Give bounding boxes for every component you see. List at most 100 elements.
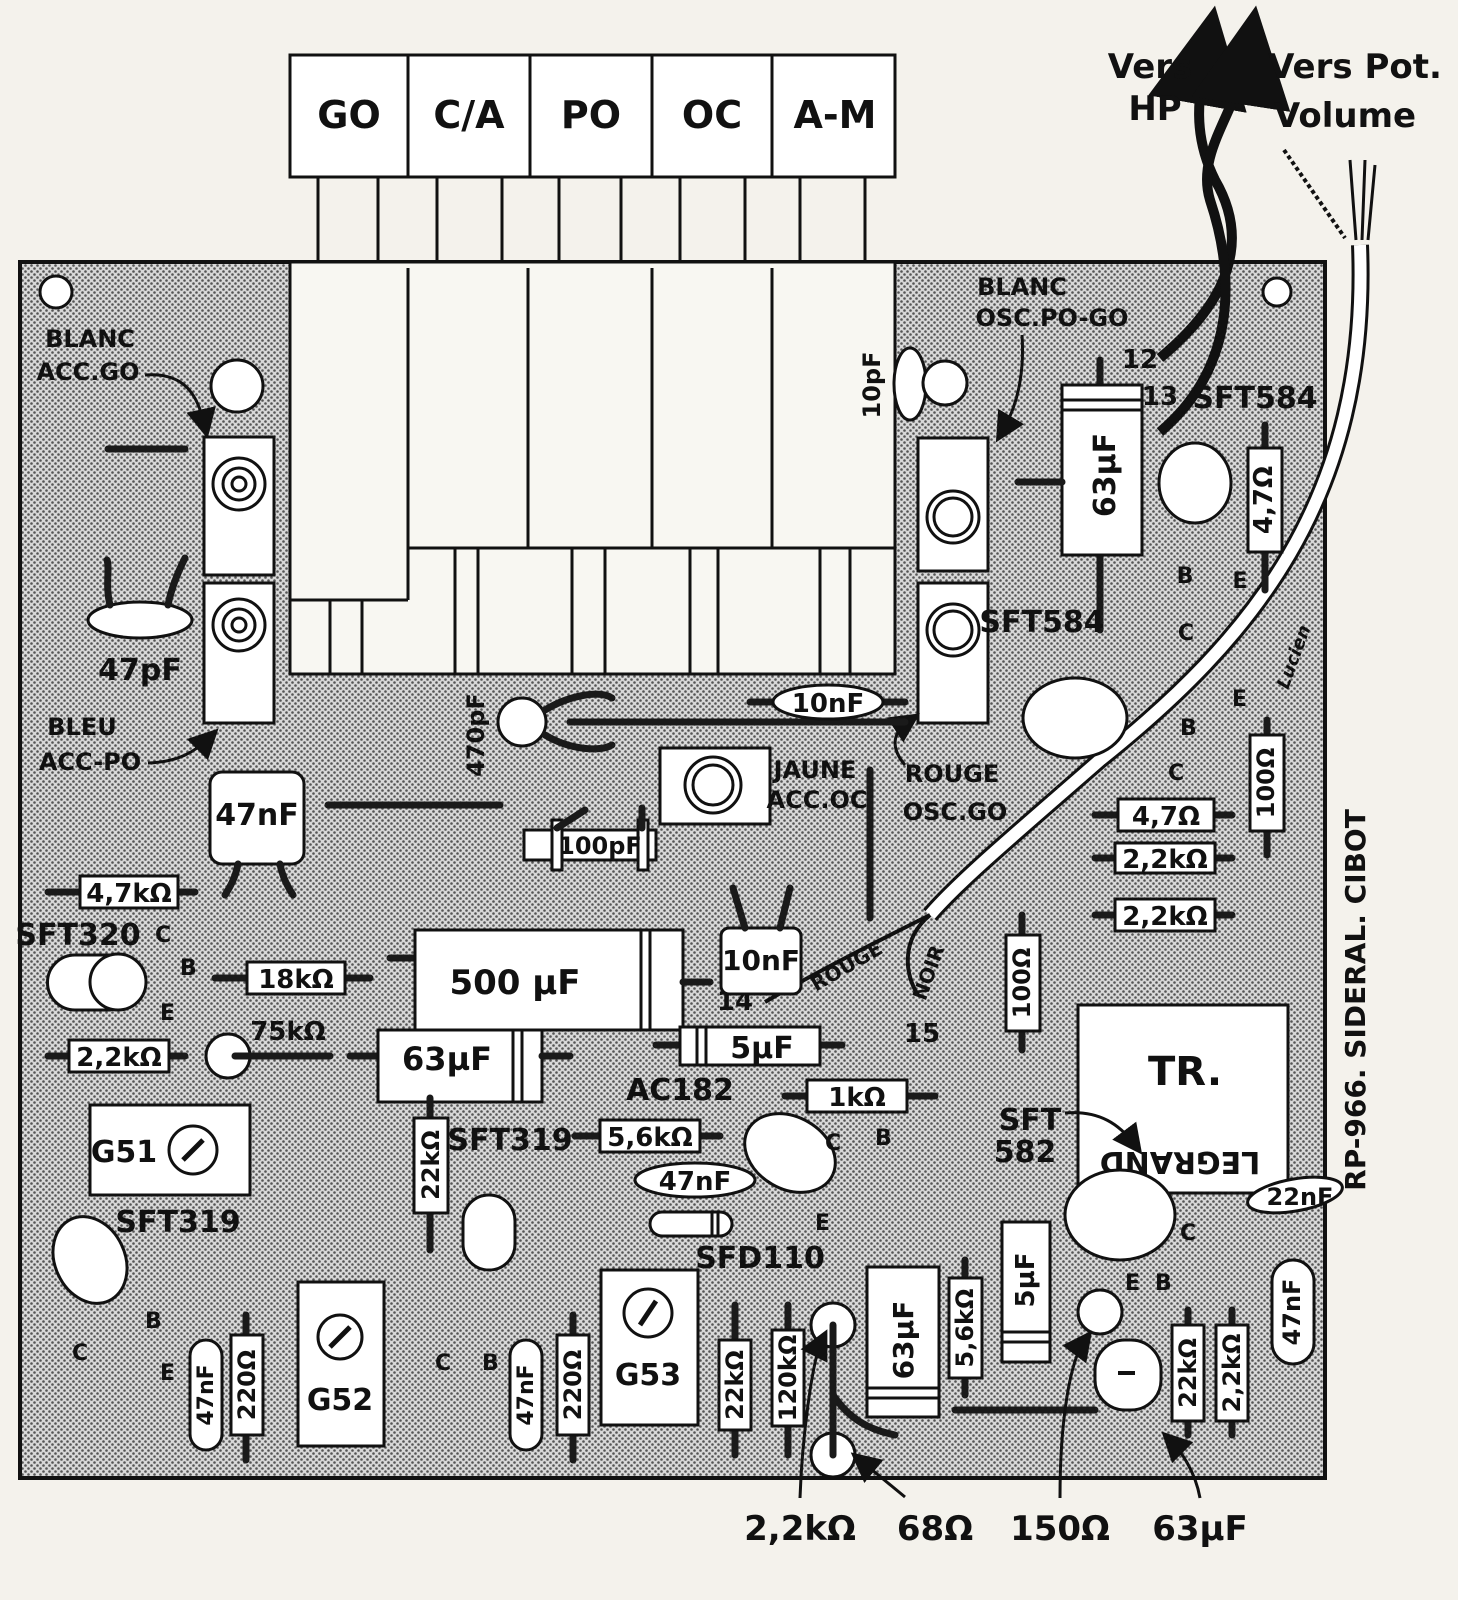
cap-47pf-label: 47pF xyxy=(98,653,182,688)
coil-jaune-acc-oc[interactable] xyxy=(658,746,772,826)
coil-rouge-osc-go[interactable] xyxy=(916,581,990,725)
pin-c: C xyxy=(155,923,171,948)
resistor-5-6k-v[interactable] xyxy=(947,1276,984,1380)
cap-22nf[interactable] xyxy=(1245,1171,1345,1219)
resistor-22k-bottom[interactable] xyxy=(717,1338,753,1432)
transistor-sft319-left[interactable] xyxy=(39,1204,140,1315)
pin-c: C xyxy=(72,1341,88,1366)
pin-c: C xyxy=(1178,621,1194,646)
transistor-sft584-mid[interactable] xyxy=(1021,676,1129,760)
resistor-4-7k[interactable] xyxy=(78,874,180,910)
pin-b: B xyxy=(1155,1271,1172,1296)
resistor-100-ohm-right[interactable] xyxy=(1248,733,1286,833)
if-transformer-g52-label: G52 xyxy=(307,1383,373,1418)
cap-100pf[interactable] xyxy=(522,828,658,862)
pin-b: B xyxy=(482,1351,499,1376)
cap-10pf[interactable] xyxy=(892,346,928,422)
diode-sfd110[interactable] xyxy=(648,1210,734,1238)
transistor-sft319-mid[interactable] xyxy=(461,1193,517,1272)
cap-10nf-top-label: 10nF xyxy=(792,689,864,719)
diode-sfd110-label: SFD110 xyxy=(695,1241,825,1276)
label-rouge-osc-1: ROUGE xyxy=(905,760,999,788)
switch-button-po[interactable]: PO xyxy=(561,93,621,137)
resistor-220-ohm-1-label: 220Ω xyxy=(233,1350,261,1421)
resistor-22k-br[interactable] xyxy=(1170,1323,1206,1423)
resistor-22k-v-label: 22kΩ xyxy=(417,1130,445,1200)
resistor-220-ohm-1[interactable] xyxy=(229,1333,265,1437)
cap-10nf-top[interactable] xyxy=(771,683,885,721)
cap-47nf-b2[interactable] xyxy=(508,1338,544,1452)
mounting-hole xyxy=(38,274,74,310)
transistor-sft319-left-label: SFT319 xyxy=(115,1205,240,1240)
cap-47nf-box[interactable] xyxy=(208,770,306,866)
callout-68-ohm: 68Ω xyxy=(897,1509,973,1549)
transistor-sft582[interactable] xyxy=(1063,1168,1177,1262)
cap-63uf-top-label: 63µF xyxy=(1088,433,1123,517)
resistor-22k-v[interactable] xyxy=(412,1116,450,1215)
cap-47nf-oval[interactable] xyxy=(633,1161,757,1199)
cap-47nf-b1[interactable] xyxy=(188,1338,224,1452)
cap-47nf-right[interactable] xyxy=(1270,1258,1316,1366)
resistor-220-ohm-2[interactable] xyxy=(555,1333,591,1437)
transistor-sft319-mid-label: SFT319 xyxy=(447,1123,572,1158)
resistor-220-ohm-2-label: 220Ω xyxy=(559,1350,587,1421)
cap-5uf-h[interactable] xyxy=(678,1025,822,1067)
transistor-sft584-top[interactable] xyxy=(1157,441,1233,525)
transistor-sft584-top-label: SFT584 xyxy=(1192,381,1317,416)
resistor-5-6k-v-label: 5,6kΩ xyxy=(951,1289,979,1368)
cap-5uf-v-label: 5µF xyxy=(1011,1253,1041,1308)
noir-wire xyxy=(905,913,932,997)
resistor-18k[interactable] xyxy=(245,960,347,996)
resistor-1k[interactable] xyxy=(805,1078,909,1114)
transistor-sft320-label: SFT320 xyxy=(15,918,140,953)
resistor-4-7-ohm-h[interactable] xyxy=(1116,797,1216,833)
pin-e: E xyxy=(1232,569,1247,594)
output-transformer[interactable] xyxy=(1076,1003,1290,1195)
if-transformer-g52[interactable] xyxy=(296,1280,386,1448)
coil-blanc-acc-go[interactable] xyxy=(202,435,276,577)
switch-cutout xyxy=(288,260,897,676)
cap-63uf-h[interactable] xyxy=(376,1028,544,1104)
cap-47pf[interactable] xyxy=(86,600,194,640)
resistor-2-2k-r1-label: 2,2kΩ xyxy=(1122,845,1207,875)
resistor-100-ohm-mid[interactable] xyxy=(1004,933,1042,1033)
switch-button-ca[interactable]: C/A xyxy=(433,93,505,137)
resistor-2-2k-r1[interactable] xyxy=(1113,841,1217,875)
resistor-22k-br-label: 22kΩ xyxy=(1174,1338,1202,1408)
switch-button-am[interactable]: A-M xyxy=(794,93,877,137)
resistor-2-2k-left-label: 2,2kΩ xyxy=(76,1043,161,1073)
resistor-4-7-ohm-v[interactable] xyxy=(1246,446,1284,554)
resistor-5-6k-h[interactable] xyxy=(598,1118,702,1154)
resistor-100-ohm-mid-label: 100Ω xyxy=(1008,948,1036,1019)
resistor-120k[interactable] xyxy=(770,1328,806,1428)
resistor-2-2k-br[interactable] xyxy=(1214,1323,1250,1423)
cap-10nf-box-label: 10nF xyxy=(722,944,800,977)
cap-470pf[interactable] xyxy=(496,696,548,748)
resistor-18k-label: 18kΩ xyxy=(258,965,334,995)
coil-bleu-acc-po[interactable] xyxy=(202,581,276,725)
switch-button-go[interactable]: GO xyxy=(317,93,381,137)
if-transformer-g53-label: G53 xyxy=(615,1358,681,1393)
cap-10nf-box[interactable] xyxy=(719,926,803,996)
cap-63uf-top[interactable] xyxy=(1060,383,1144,557)
resistor-100-ohm-right-label: 100Ω xyxy=(1252,748,1280,819)
output-transformer-label: TR. xyxy=(1148,1049,1222,1095)
pin-b: B xyxy=(180,956,197,981)
cap-47nf-box-label: 47nF xyxy=(215,798,299,833)
hp-wire-2 xyxy=(1156,5,1291,436)
pin-e: E xyxy=(1125,1271,1140,1296)
cap-63uf-bottom[interactable] xyxy=(865,1265,941,1419)
cap-5uf-v[interactable] xyxy=(1000,1220,1052,1364)
cap-63uf-h-label: 63µF xyxy=(402,1040,492,1078)
resistor-2-2k-left[interactable] xyxy=(67,1038,171,1074)
coil-blanc-osc-po-go[interactable] xyxy=(916,436,990,573)
cap-22nf-label: 22nF xyxy=(1267,1183,1334,1211)
if-transformer-g51-label: G51 xyxy=(91,1135,157,1170)
switch-button-oc[interactable]: OC xyxy=(682,93,742,137)
transistor-ac182[interactable] xyxy=(730,1098,849,1208)
mounting-hole xyxy=(1261,276,1293,308)
resistor-2-2k-r2[interactable] xyxy=(1113,897,1217,933)
resistor-5-6k-h-label: 5,6kΩ xyxy=(607,1123,692,1153)
callout-150-ohm: 150Ω xyxy=(1010,1509,1110,1549)
